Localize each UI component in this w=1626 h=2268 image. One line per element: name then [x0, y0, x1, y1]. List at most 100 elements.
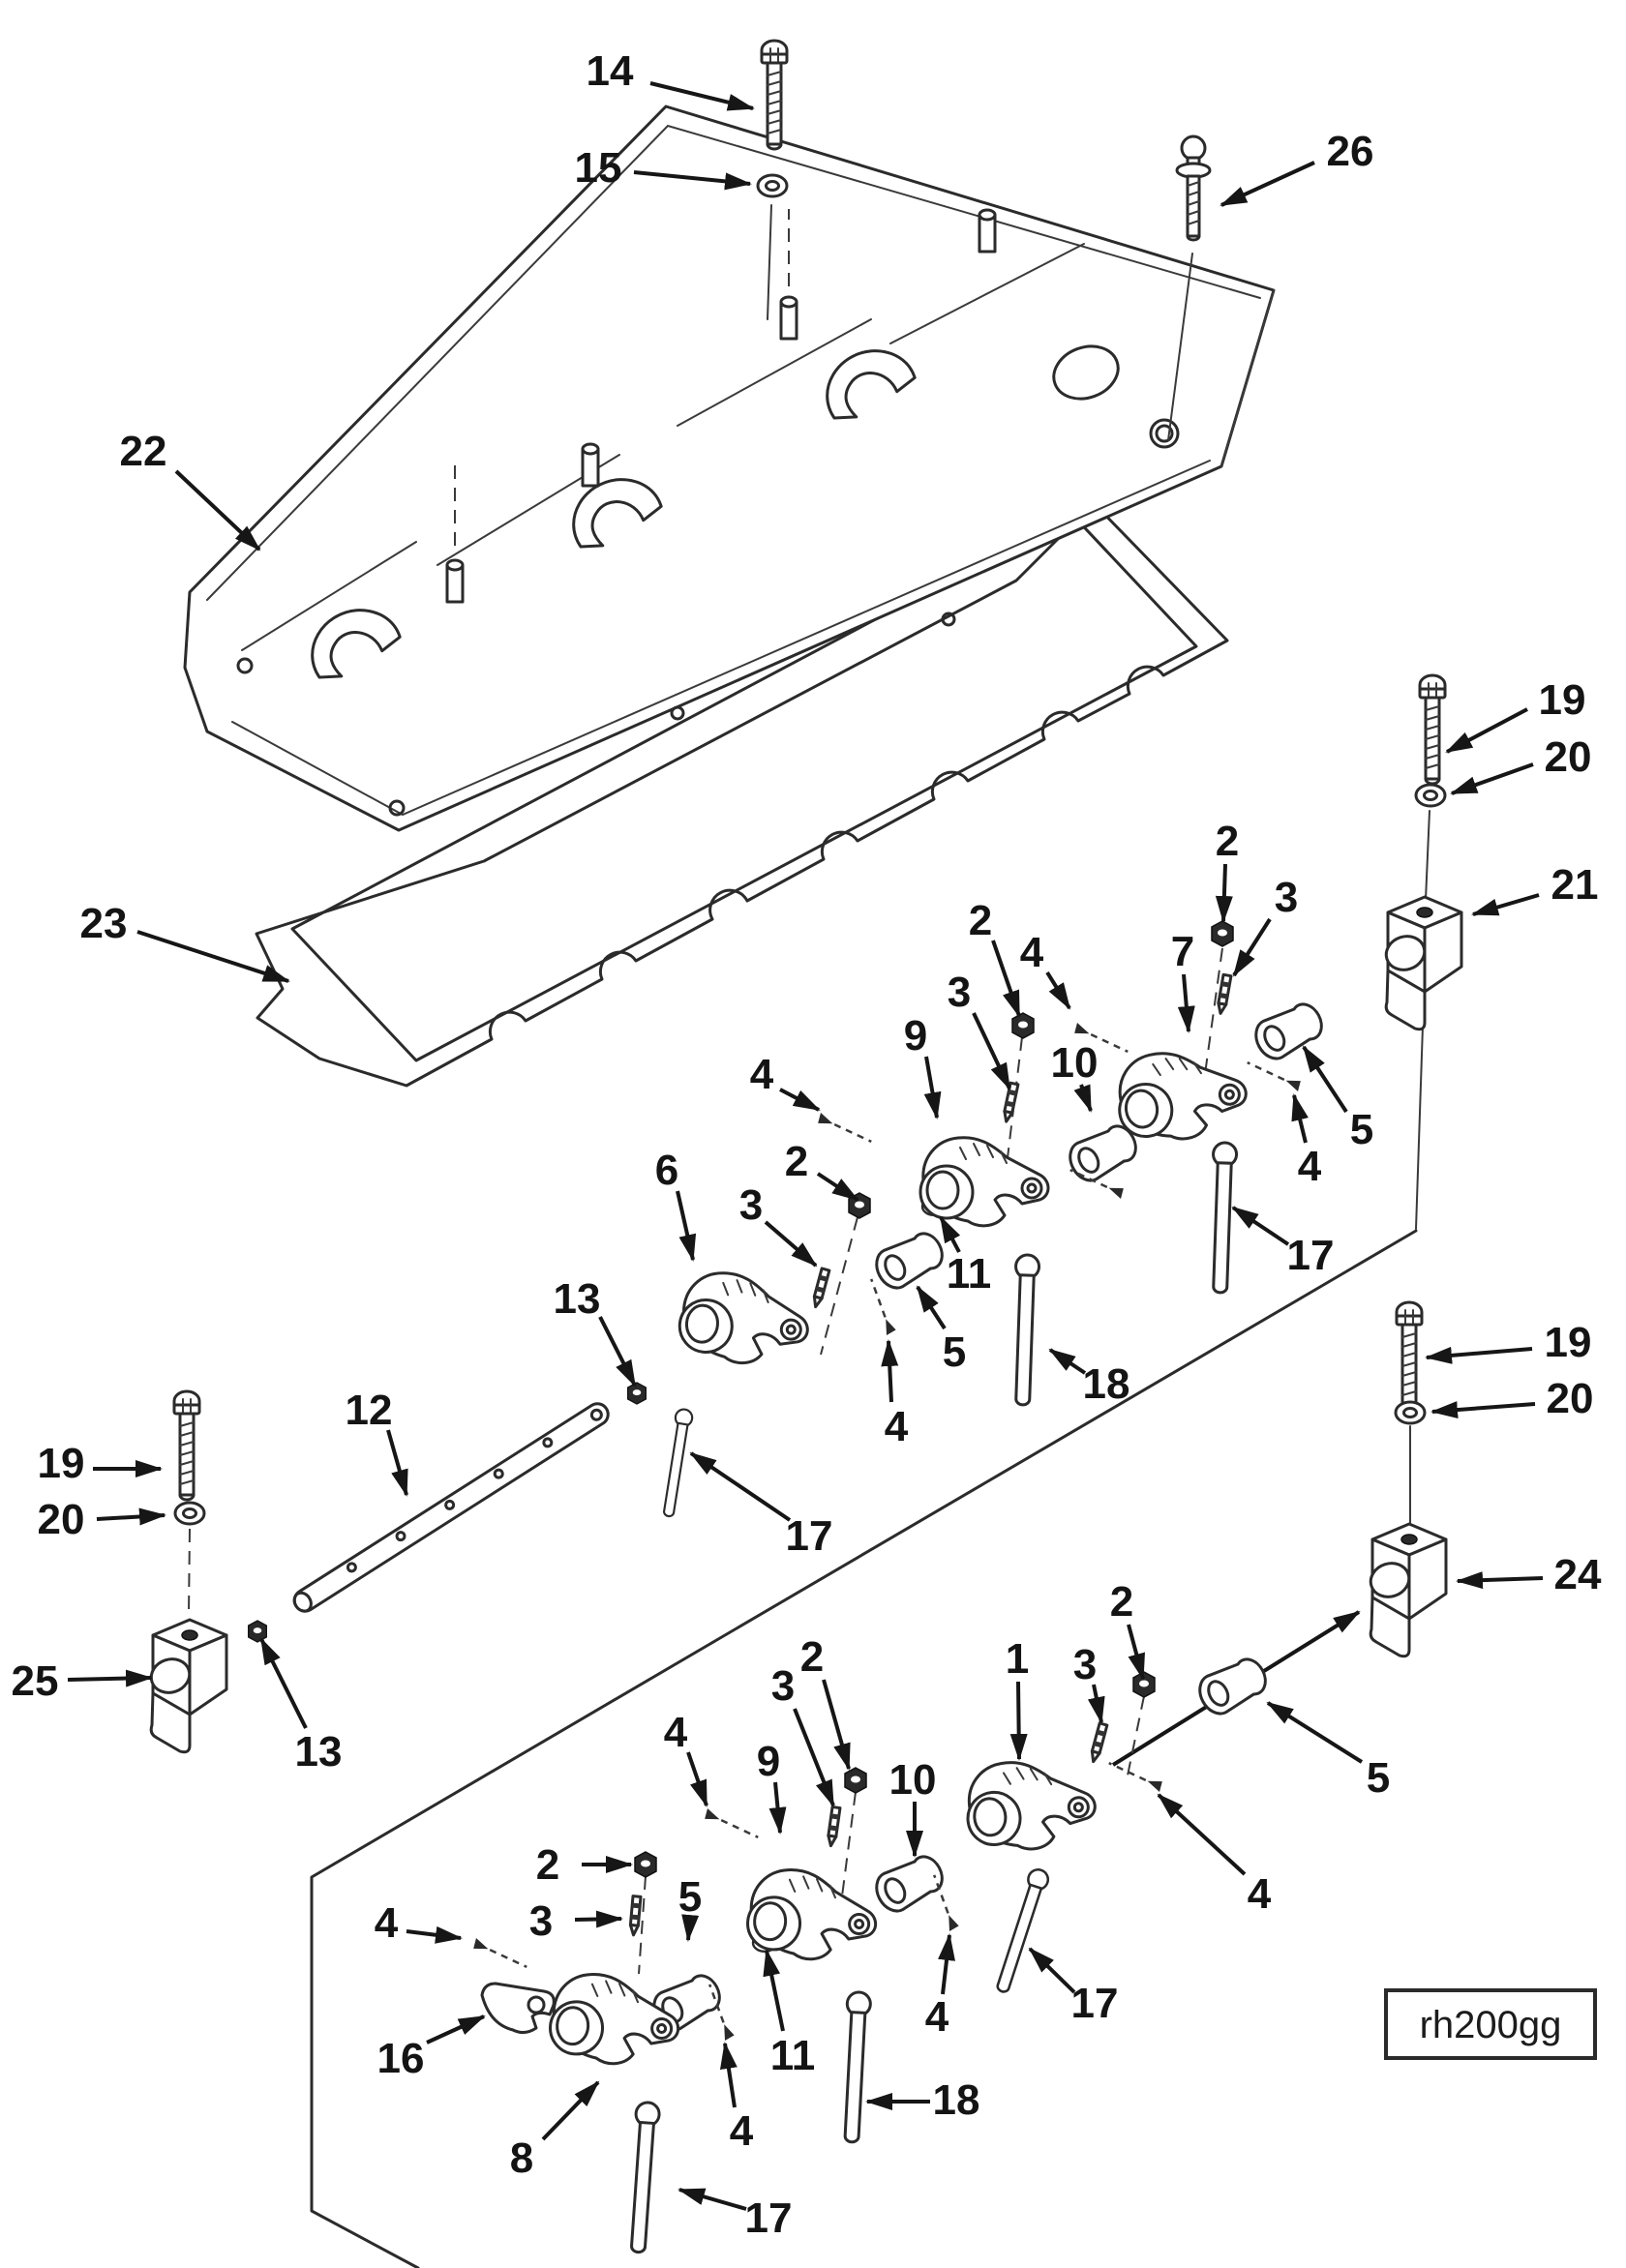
- assembly-centerlines: [638, 947, 1223, 1975]
- callout-3-arrow: [1232, 917, 1272, 977]
- rocker-lever-7: [1110, 1040, 1253, 1149]
- callout-11-arrow: [763, 1949, 785, 2032]
- callout-11-label: 11: [947, 1250, 992, 1298]
- mount-bolt-19-mid: [1395, 1300, 1424, 1413]
- bushing-10-lower: [868, 1847, 950, 1919]
- callout-9-label: 9: [904, 1012, 927, 1059]
- callout-9-label: 9: [757, 1738, 780, 1785]
- callout-16-arrow: [426, 2014, 486, 2044]
- callout-4-arrow: [938, 1933, 955, 1995]
- callout-17-arrow: [689, 1451, 792, 1522]
- callout-14-arrow: [649, 81, 755, 111]
- bolt-14-centerline: [767, 204, 772, 320]
- callout-1-arrow: [1009, 1681, 1028, 1761]
- callout-8-arrow: [541, 2080, 600, 2141]
- callout-20-label: 20: [1547, 1375, 1594, 1422]
- callout-14-label: 14: [587, 47, 634, 95]
- cover-rim-bolt-holes: [236, 418, 1180, 817]
- callout-18-label: 18: [933, 2076, 980, 2124]
- callout-4-label: 4: [750, 1051, 774, 1098]
- washer-20-left: [173, 1501, 206, 1526]
- callout-2-label: 2: [536, 1841, 559, 1889]
- callout-15-label: 15: [575, 144, 622, 192]
- callout-21-arrow: [1471, 893, 1540, 916]
- washer-20-mid: [1394, 1400, 1427, 1425]
- valve-cover-gasket-drawing: [255, 501, 1229, 1088]
- bushing-5-middle: [868, 1224, 950, 1296]
- callout-16-label: 16: [377, 2035, 425, 2082]
- callout-20-arrow: [1450, 762, 1534, 795]
- rocker-mount-24: [1365, 1522, 1448, 1658]
- callout-5-arrow: [1266, 1701, 1364, 1764]
- callout-3-arrow: [574, 1910, 623, 1928]
- callout-21-label: 21: [1551, 861, 1599, 909]
- callout-3-arrow: [793, 1708, 835, 1807]
- callout-5-arrow: [1302, 1045, 1348, 1114]
- callout-25-label: 25: [12, 1657, 59, 1705]
- callout-2-label: 2: [800, 1633, 824, 1681]
- callout-25-arrow: [67, 1669, 153, 1687]
- callout-13-arrow: [259, 1637, 308, 1729]
- callout-2-label: 2: [1110, 1578, 1133, 1626]
- push-rod-17-upper-right: [1207, 1141, 1239, 1295]
- callout-24-arrow: [1456, 1571, 1544, 1590]
- callout-17-label: 17: [1287, 1232, 1335, 1279]
- figure-code-label: rh200gg: [1420, 2004, 1562, 2046]
- callout-3-arrow: [764, 1220, 818, 1268]
- callout-4-arrow: [881, 1339, 899, 1403]
- callout-5-label: 5: [1350, 1106, 1373, 1153]
- callout-17-label: 17: [1071, 1980, 1119, 2027]
- callout-3-arrow: [972, 1012, 1011, 1090]
- callout-4-arrow: [779, 1088, 821, 1112]
- callout-17-arrow: [1028, 1947, 1076, 1994]
- callout-13-arrow: [598, 1316, 637, 1388]
- callout-17-arrow: [1231, 1206, 1290, 1246]
- callout-4-label: 4: [1248, 1870, 1272, 1918]
- callout-3-label: 3: [1275, 874, 1298, 921]
- callout-12-arrow: [386, 1429, 408, 1497]
- callout-3-label: 3: [771, 1662, 795, 1710]
- bolt-26-centerline: [1167, 253, 1193, 441]
- valve-cover-drawing: [183, 104, 1276, 832]
- callout-4-arrow: [1291, 1093, 1309, 1144]
- sealing-washer-15: [756, 173, 789, 198]
- callout-10-label: 10: [1051, 1039, 1099, 1087]
- callout-4-arrow: [686, 1751, 708, 1807]
- callout-11-label: 11: [770, 2032, 816, 2079]
- callout-5-arrow: [681, 1914, 700, 1942]
- callout-20-arrow: [1430, 1401, 1536, 1419]
- callout-5-arrow: [916, 1285, 947, 1330]
- callout-9-arrow: [923, 1056, 942, 1119]
- callout-4-label: 4: [885, 1403, 909, 1450]
- callout-18-arrow: [1048, 1348, 1087, 1375]
- callout-3-label: 3: [739, 1181, 763, 1229]
- rocker-lever-8: [547, 1970, 682, 2069]
- callout-2-label: 2: [969, 897, 992, 944]
- cover-bolt-14: [760, 39, 789, 151]
- callout-4-arrow: [719, 2042, 738, 2108]
- callout-20-label: 20: [1545, 733, 1592, 781]
- callout-10-label: 10: [889, 1756, 937, 1804]
- callout-4-arrow: [1157, 1793, 1247, 1876]
- callout-15-arrow: [633, 170, 752, 191]
- figure-code-box: rh200gg: [1384, 1988, 1597, 2060]
- callout-26-arrow: [1220, 161, 1315, 207]
- callout-11-arrow: [939, 1215, 961, 1253]
- callout-6-arrow: [676, 1190, 697, 1262]
- rocker-lever-9-lower: [744, 1865, 880, 1964]
- callout-19-arrow: [1445, 707, 1528, 754]
- callout-24-label: 24: [1554, 1551, 1602, 1598]
- callout-4-label: 4: [925, 1993, 949, 2041]
- callout-2-arrow: [822, 1679, 851, 1771]
- callout-13-label: 13: [295, 1728, 343, 1776]
- callout-9-arrow: [768, 1781, 787, 1835]
- callout-3-label: 3: [1073, 1641, 1097, 1688]
- push-rod-17-lower-left: [624, 2100, 662, 2254]
- callout-19-label: 19: [1539, 676, 1586, 724]
- callout-2-arrow: [816, 1172, 859, 1202]
- callout-17-label: 17: [786, 1512, 833, 1560]
- callout-7-label: 7: [1171, 928, 1194, 975]
